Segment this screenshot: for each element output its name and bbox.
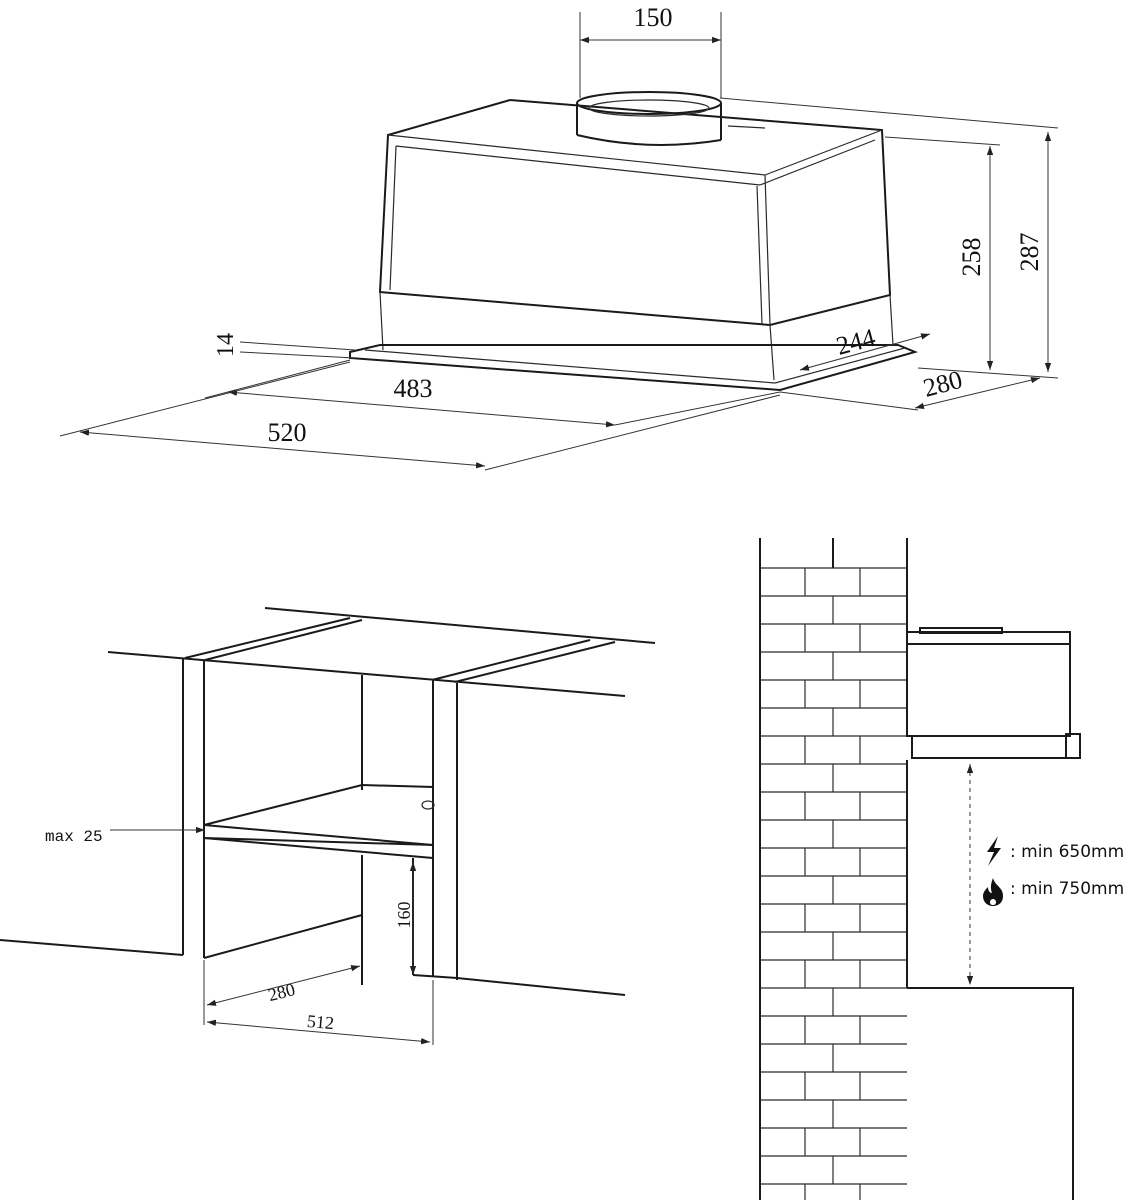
- dim-gap-160: 160: [394, 902, 414, 929]
- flame-icon: [983, 878, 1003, 906]
- cabinet-dimension-lines: [110, 826, 434, 1045]
- hood-dimension-labels: 150 287 258 14 483 520 244 280: [213, 3, 1044, 447]
- side-hood: [906, 627, 1081, 759]
- cabinet-dimension-labels: max 25 160 280 512: [45, 828, 414, 1033]
- dim-thickness-14: 14: [213, 333, 239, 357]
- dim-width-512: 512: [306, 1011, 335, 1033]
- clearance-gas-text: : min 750mm: [1010, 879, 1124, 899]
- dim-max-board: max 25: [45, 828, 103, 846]
- dim-duct-150: 150: [634, 3, 673, 32]
- dim-width-483: 483: [394, 374, 433, 403]
- dim-height-258: 258: [957, 238, 986, 277]
- clearance-electric-text: : min 650mm: [1010, 842, 1124, 862]
- clearance-legend: : min 650mm : min 750mm: [983, 836, 1124, 906]
- dim-height-287: 287: [1015, 233, 1044, 272]
- hood-dimension-lines: [59, 12, 1059, 471]
- dim-depth-280-cabinet: 280: [266, 979, 297, 1005]
- brick-wall: [759, 538, 908, 1200]
- cabinet-installation-view: [0, 607, 656, 996]
- hood-isometric-view: [349, 91, 919, 392]
- dim-width-520: 520: [268, 418, 307, 447]
- dim-depth-244: 244: [833, 323, 878, 361]
- lightning-icon: [987, 836, 1001, 866]
- counter-block: [907, 987, 1074, 1200]
